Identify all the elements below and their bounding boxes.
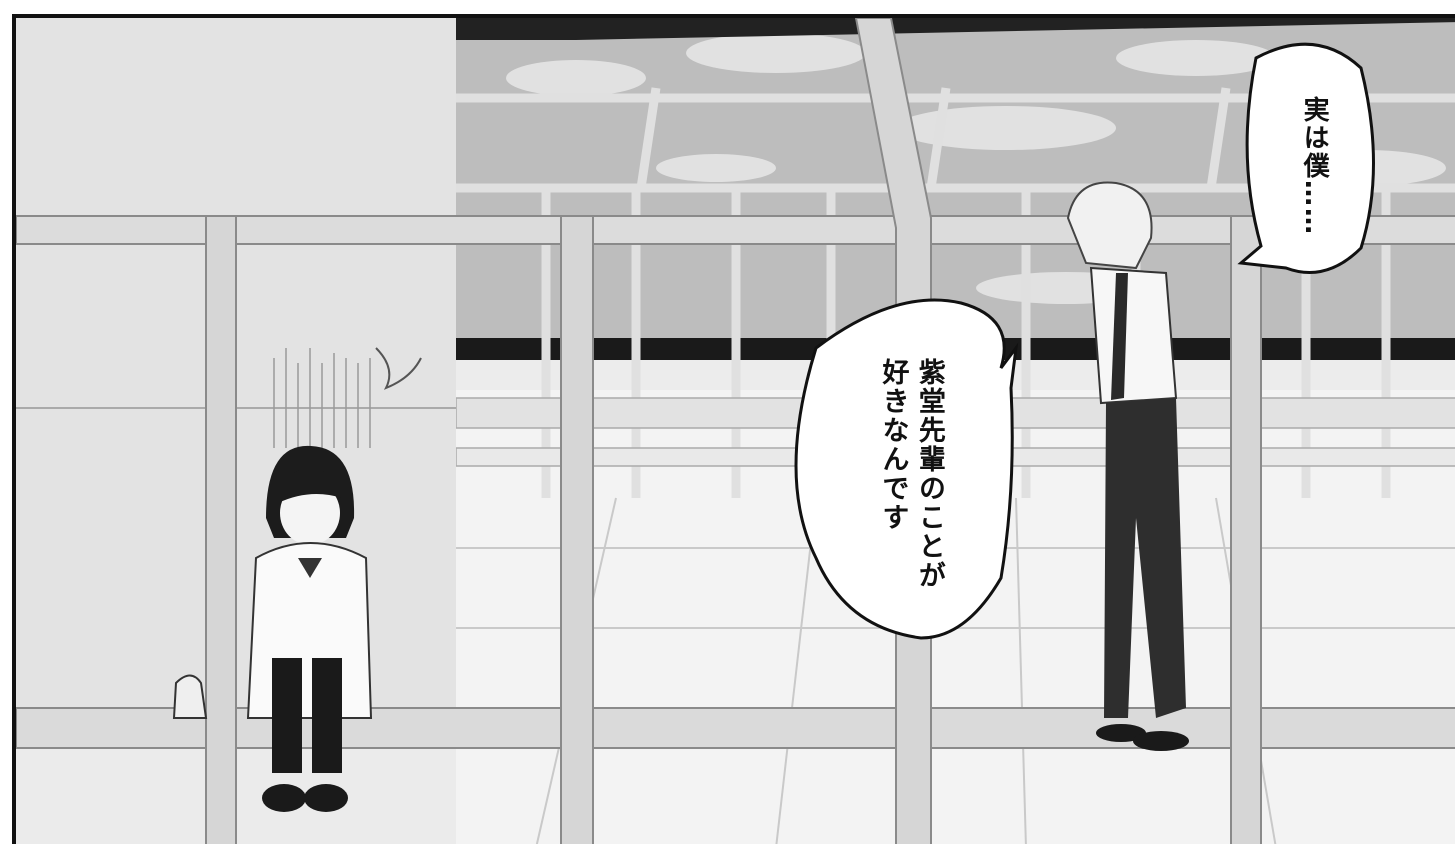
speech-line: 実は僕……: [1299, 96, 1330, 236]
speech-bubble-2: [794, 298, 1019, 640]
speech-bubble-1: [1237, 42, 1375, 274]
speech-text-2: 紫堂先輩のことが 好きなんです: [874, 358, 947, 590]
rooftop-scene: [16, 18, 1455, 844]
boy-character: [1066, 181, 1189, 751]
speech-text-1: 実は僕……: [1296, 96, 1331, 236]
manga-panel: 実は僕…… 紫堂先輩のことが 好きなんです: [12, 14, 1455, 844]
speech-line: 好きなんです: [877, 358, 909, 532]
roof-overhang: [456, 18, 1455, 40]
near-railing: [16, 18, 1455, 844]
girl-character: [172, 348, 373, 812]
speech-line: 紫堂先輩のことが: [913, 358, 945, 590]
